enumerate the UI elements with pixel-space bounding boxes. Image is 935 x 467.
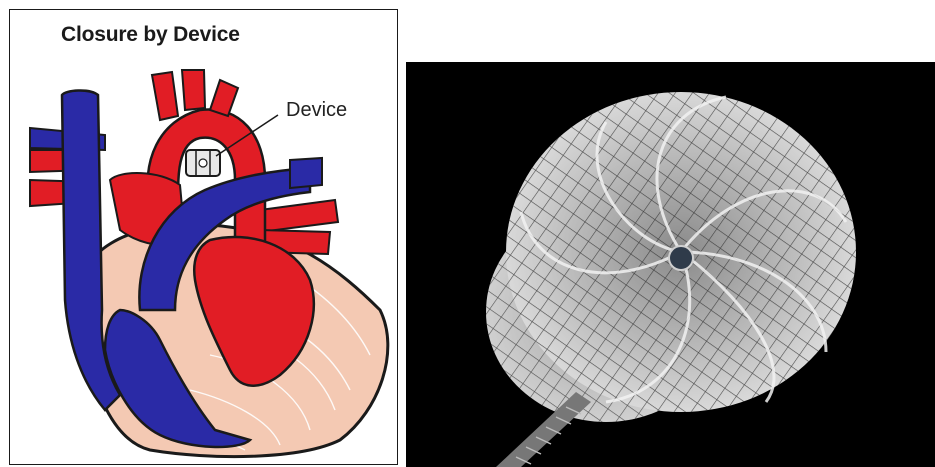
pulmonary-vein-upper: [260, 200, 338, 232]
device-photo-panel: [406, 62, 935, 467]
diagram-title: Closure by Device: [61, 23, 240, 47]
pulmonary-artery-right: [290, 158, 322, 188]
closure-device-illustration: [186, 150, 220, 176]
mesh-occluder-photo: [406, 62, 935, 467]
heart-illustration: [10, 10, 398, 465]
center-hub: [669, 246, 693, 270]
aorta-branch-3: [210, 80, 238, 116]
aorta-branch-2: [182, 70, 205, 110]
device-label: Device: [286, 99, 347, 122]
heart-diagram-panel: Closure by Device Device: [9, 9, 398, 465]
aorta-branch-1: [152, 72, 178, 120]
